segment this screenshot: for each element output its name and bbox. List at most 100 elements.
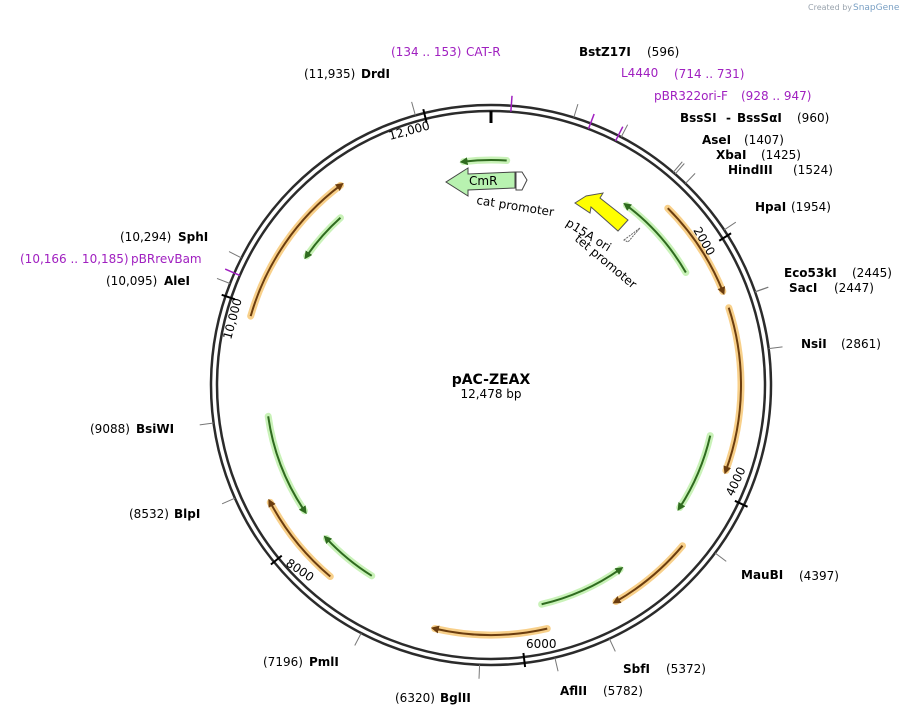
site-name-alt: BssSαI	[737, 111, 782, 125]
site-alei[interactable]: (10,095) AleI	[106, 274, 190, 288]
site-xbai[interactable]: XbaI (1425)	[716, 148, 801, 162]
site-pos: (8532)	[129, 507, 169, 521]
primer-range: (10,166 .. 10,185)	[20, 252, 129, 266]
site-drdi[interactable]: (11,935) DrdI	[304, 67, 390, 81]
site-pos: (596)	[647, 45, 679, 59]
site-name: AseI	[702, 133, 731, 147]
site-pos: (4397)	[799, 569, 839, 583]
green-feature-arc	[304, 217, 342, 260]
site-tick	[228, 251, 242, 259]
site-bsssi[interactable]: BssSI - BssSαI (960)	[680, 111, 829, 125]
cmr-label: CmR	[469, 174, 497, 188]
site-pos: (960)	[797, 111, 829, 125]
site-pos: (11,935)	[304, 67, 355, 81]
site-hpai[interactable]: HpaI (1954)	[755, 200, 831, 214]
tick-mark	[522, 652, 527, 668]
site-tick	[714, 552, 727, 562]
site-name: SphI	[178, 230, 208, 244]
site-name: DrdI	[361, 67, 390, 81]
site-name: HpaI	[755, 200, 786, 214]
site-nsii[interactable]: NsiI (2861)	[801, 337, 881, 351]
green-feature-arc	[623, 202, 687, 274]
site-sphi[interactable]: (10,294) SphI	[120, 230, 208, 244]
tick-mark	[422, 108, 428, 124]
site-name: SacI	[789, 281, 817, 295]
p15a-ori-arrow	[574, 192, 629, 232]
cat-promoter-label: cat promoter	[476, 193, 555, 219]
primer-name: CAT-R	[466, 45, 501, 59]
orange-feature-arc	[249, 182, 344, 317]
site-pos: (1524)	[793, 163, 833, 177]
site-tick	[608, 638, 616, 652]
site-tick	[768, 346, 783, 350]
primer-tick	[224, 268, 241, 277]
feature-arcs	[247, 156, 745, 639]
site-tick	[573, 103, 579, 118]
primer-pbrrevbam[interactable]: (10,166 .. 10,185) pBRrevBam	[20, 252, 202, 266]
site-tick	[723, 221, 737, 231]
site-name: BstZ17I	[579, 45, 631, 59]
site-pmli[interactable]: (7196) PmlI	[263, 655, 339, 669]
credit-brand: SnapGene	[853, 3, 900, 13]
site-aflii[interactable]: AflII (5782)	[560, 684, 643, 698]
site-tick	[216, 277, 231, 284]
site-pos: (5782)	[603, 684, 643, 698]
site-name: SbfI	[623, 662, 650, 676]
site-tick	[672, 161, 683, 173]
orange-feature-arc	[667, 207, 726, 296]
site-bglii[interactable]: (6320) BglII	[395, 691, 471, 705]
site-bstz17i[interactable]: BstZ17I (596)	[579, 45, 679, 59]
site-name: XbaI	[716, 148, 746, 162]
primer-l4440[interactable]: L4440 (714 .. 731)	[621, 66, 744, 81]
site-asei[interactable]: AseI (1407)	[702, 133, 784, 147]
site-tick	[685, 173, 696, 184]
primer-name: pBR322ori-F	[654, 89, 728, 103]
orange-feature-arc	[268, 498, 331, 578]
green-feature-arc	[541, 567, 624, 606]
site-pos: (10,294)	[120, 230, 171, 244]
site-name: BglII	[440, 691, 471, 705]
cat-promoter-arrow	[515, 171, 528, 191]
orange-feature-arc	[430, 625, 548, 636]
site-tick	[354, 632, 362, 646]
site-tick	[411, 101, 416, 116]
site-hindiii[interactable]: HindIII (1524)	[728, 163, 833, 177]
site-name: AflII	[560, 684, 587, 698]
site-tick	[478, 664, 481, 679]
primer-cat-r[interactable]: (134 .. 153) CAT-R	[391, 45, 501, 59]
backbone-outer-circle	[209, 103, 773, 667]
site-blpi[interactable]: (8532) BlpI	[129, 507, 200, 521]
site-pos: (10,095)	[106, 274, 157, 288]
cmr-arrow	[445, 167, 516, 197]
site-name: AleI	[164, 274, 190, 288]
green-feature-arc	[459, 157, 507, 166]
primer-range: (714 .. 731)	[674, 67, 744, 81]
snapgene-credit: Created by SnapGene	[808, 3, 900, 13]
feature-arc-glow	[538, 565, 624, 608]
primer-name: pBRrevBam	[131, 252, 202, 266]
site-sbfi[interactable]: SbfI (5372)	[623, 662, 706, 676]
feature-arc-glow	[264, 412, 308, 515]
site-eco53ki[interactable]: Eco53kI (2445)	[784, 266, 892, 280]
site-name: HindIII	[728, 163, 773, 177]
site-tick	[199, 422, 214, 426]
plasmid-size: 12,478 bp	[460, 387, 521, 401]
primer-tick	[510, 95, 513, 112]
site-tick	[221, 497, 236, 505]
feature-arc-glow	[247, 181, 345, 320]
site-pos: (2447)	[834, 281, 874, 295]
credit-prefix: Created by	[808, 3, 852, 12]
primer-pbr322ori-f[interactable]: pBR322ori-F (928 .. 947)	[654, 89, 811, 103]
site-maubi[interactable]: MauBI (4397)	[741, 568, 839, 583]
site-name: BlpI	[174, 507, 200, 521]
site-pos: (7196)	[263, 655, 303, 669]
plasmid-name: pAC-ZEAX	[452, 372, 531, 388]
site-bsiwi[interactable]: (9088) BsiWI	[90, 422, 174, 436]
site-pos: (1954)	[791, 200, 831, 214]
site-saci[interactable]: SacI (2447)	[789, 281, 874, 295]
primer-range: (134 .. 153)	[391, 45, 461, 59]
site-name: MauBI	[741, 568, 783, 582]
site-pos: (6320)	[395, 691, 435, 705]
tick-mark	[718, 232, 732, 242]
